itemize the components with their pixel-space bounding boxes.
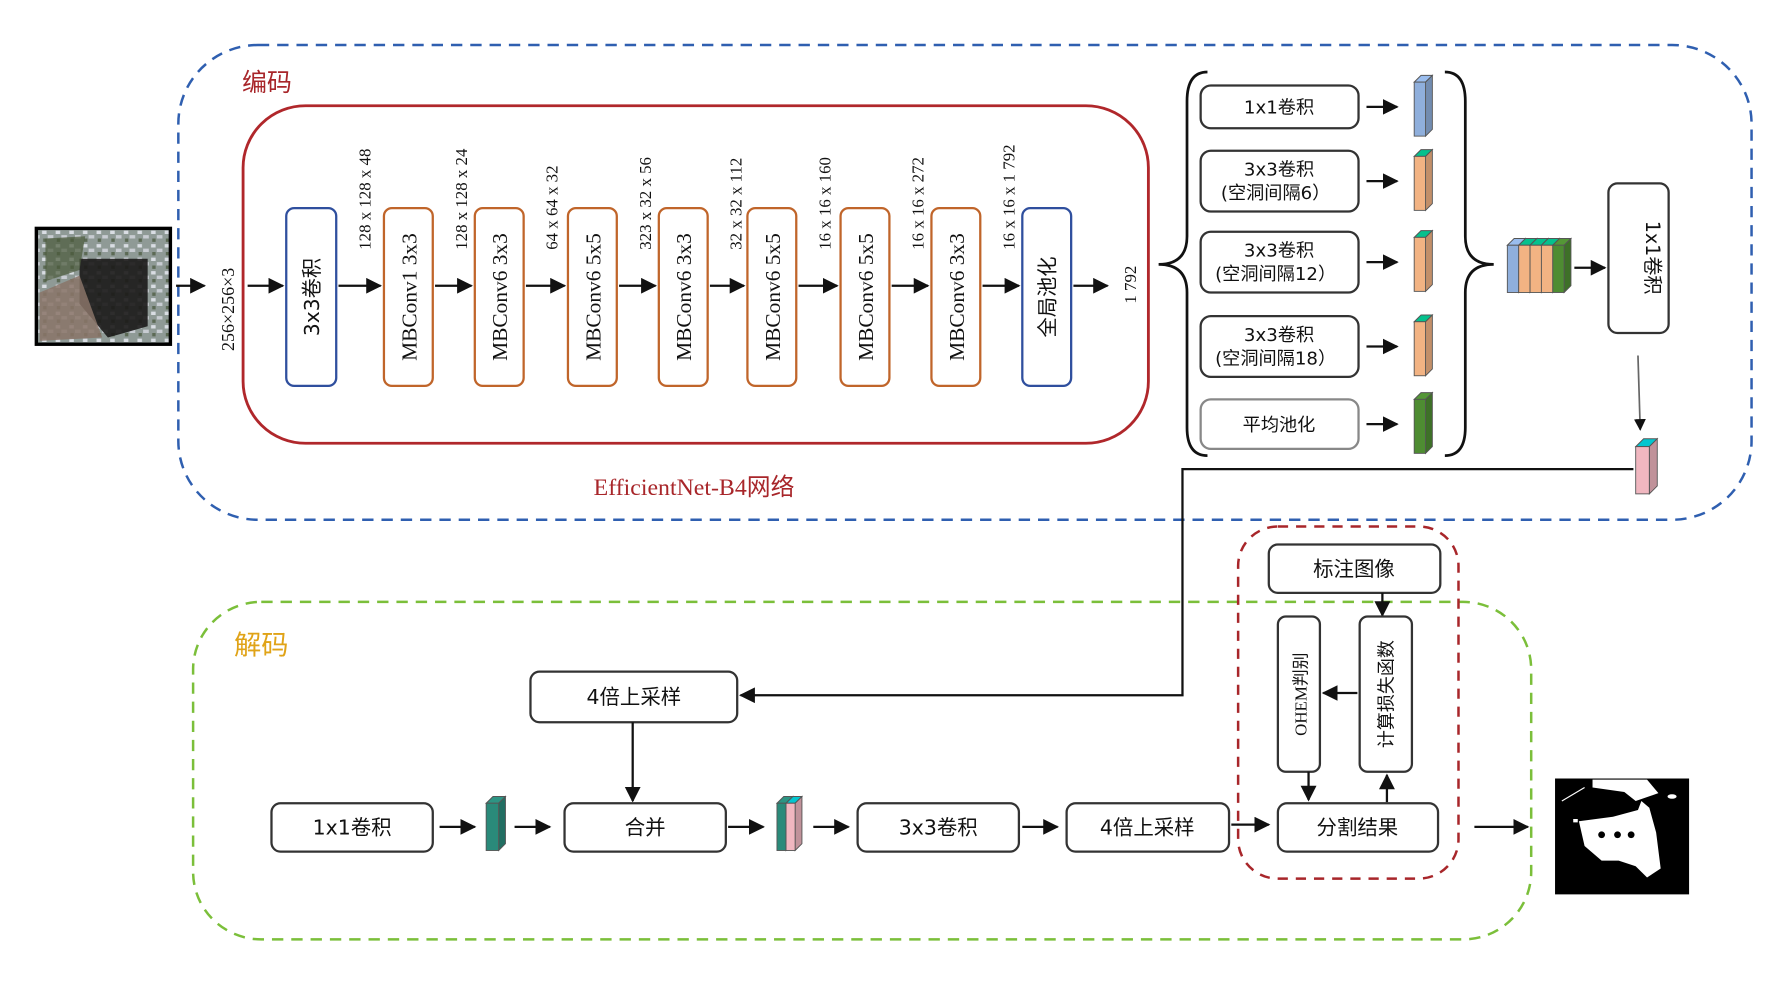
aspp-branch-subtitle: (空洞间隔12） — [1215, 264, 1336, 285]
backbone-label: EfficientNet-B4网络 — [594, 474, 795, 501]
aspp-branch-title: 3x3卷积 — [1244, 160, 1314, 181]
encoder-to-decoder-connector — [739, 468, 1634, 704]
aspp-branch-title: 1x1卷积 — [1244, 98, 1314, 119]
loss-label: 计算损失函数 — [1377, 640, 1398, 748]
seg-result-label: 分割结果 — [1317, 816, 1399, 840]
encoder-region — [177, 43, 1753, 521]
backbone-block-2 — [473, 207, 525, 387]
backbone-block-6 — [839, 207, 891, 387]
aspp-right-brace — [1444, 70, 1494, 457]
final-conv-label: 1x1卷积 — [1641, 221, 1664, 295]
annotation-label: 标注图像 — [1313, 557, 1395, 581]
decoder-conv3x3-label: 3x3卷积 — [899, 816, 978, 840]
low-level-feature — [485, 795, 507, 852]
backbone-block-label: MBConv6 3x3 — [488, 233, 512, 361]
backbone-block-label: 全局池化 — [1036, 257, 1060, 338]
aspp-branch-title: 3x3卷积 — [1244, 241, 1314, 262]
feature-size-label: 16 x 16 x 1 792 — [999, 144, 1018, 249]
decoder-conv3x3-box — [856, 802, 1021, 853]
ohem-box — [1276, 615, 1322, 773]
aspp-feature-block-2 — [1413, 229, 1434, 293]
encoder-output-feature — [1634, 437, 1659, 495]
concat-feature-stack — [1506, 237, 1573, 294]
aspp-feature-block-3 — [1413, 313, 1434, 377]
upsample-bottom-label: 4倍上采样 — [1100, 816, 1195, 840]
merged-pink-slice — [784, 795, 804, 852]
decoder-conv1x1-box — [270, 802, 434, 853]
aspp-feature-block-4 — [1413, 391, 1434, 455]
ohem-label: OHEM判别 — [1291, 652, 1310, 735]
merged-feature — [775, 795, 804, 852]
encoder-output-block — [1634, 437, 1659, 495]
decoder-conv1x1-label: 1x1卷积 — [313, 816, 392, 840]
final-conv-box — [1607, 182, 1670, 335]
backbone-block-0 — [285, 207, 338, 387]
feature-size-label: 128 x 128 x 24 — [452, 148, 471, 250]
backbone-block-label: MBConv1 3x3 — [397, 233, 421, 361]
feature-size-label: 16 x 16 x 272 — [908, 157, 927, 250]
merge-label: 合并 — [625, 816, 666, 840]
backbone-block-5 — [746, 207, 798, 387]
backbone-region — [241, 104, 1150, 445]
backbone-block-1 — [382, 207, 434, 387]
aspp-feature-block-0 — [1413, 74, 1434, 138]
aspp-branch-0 — [1199, 84, 1360, 130]
arrow-to-encoder-output — [1633, 355, 1646, 431]
aspp-branch-title: 平均池化 — [1243, 415, 1316, 436]
backbone-block-3 — [566, 207, 618, 387]
aspp-branch-3 — [1199, 315, 1360, 378]
input-size-label: 256×256×3 — [218, 268, 238, 351]
feature-size-label: 128 x 128 x 48 — [355, 149, 374, 250]
backbone-block-label: 3x3卷积 — [300, 258, 324, 336]
decoder-region — [191, 600, 1533, 941]
backbone-block-label: MBConv6 5x5 — [761, 233, 785, 361]
input-satellite-image — [34, 226, 173, 346]
encoder-label: 编码 — [242, 68, 292, 97]
backbone-block-4 — [657, 207, 709, 387]
teal-feature-block — [485, 795, 507, 852]
aspp-branch-1 — [1199, 149, 1360, 213]
aspp-left-brace — [1158, 70, 1208, 457]
loss-box — [1358, 615, 1414, 773]
annotation-box — [1267, 543, 1442, 594]
feature-size-label: 64 x 64 x 32 — [543, 165, 562, 249]
upsample-bottom-box — [1065, 802, 1231, 853]
backbone-block-7 — [930, 207, 982, 387]
feature-size-label: 1 792 — [1121, 266, 1140, 304]
feature-size-label: 32 x 32 x 112 — [727, 158, 746, 250]
backbone-block-label: MBConv6 3x3 — [672, 233, 696, 361]
backbone-block-label: MBConv6 3x3 — [945, 233, 969, 361]
feature-size-label: 16 x 16 x 160 — [815, 157, 834, 250]
backbone-block-label: MBConv6 5x5 — [581, 233, 605, 361]
aspp-branch-subtitle: (空洞间隔6） — [1221, 183, 1330, 204]
seg-result-box — [1276, 802, 1440, 853]
output-segmentation-mask — [1555, 778, 1690, 895]
feature-size-label: 323 x 32 x 56 — [636, 157, 655, 250]
aspp-feature-block-1 — [1413, 148, 1434, 212]
concat-slice-4 — [1551, 237, 1573, 294]
aspp-branch-subtitle: (空洞间隔18） — [1215, 349, 1336, 370]
aspp-branch-2 — [1199, 230, 1360, 294]
aspp-branch-title: 3x3卷积 — [1244, 325, 1314, 346]
backbone-block-label: MBConv6 5x5 — [854, 233, 878, 361]
backbone-block-8 — [1021, 207, 1073, 387]
merge-box — [563, 802, 727, 853]
aspp-branch-4 — [1199, 398, 1360, 450]
decoder-label: 解码 — [234, 631, 289, 662]
upsample-top-label: 4倍上采样 — [586, 685, 681, 709]
